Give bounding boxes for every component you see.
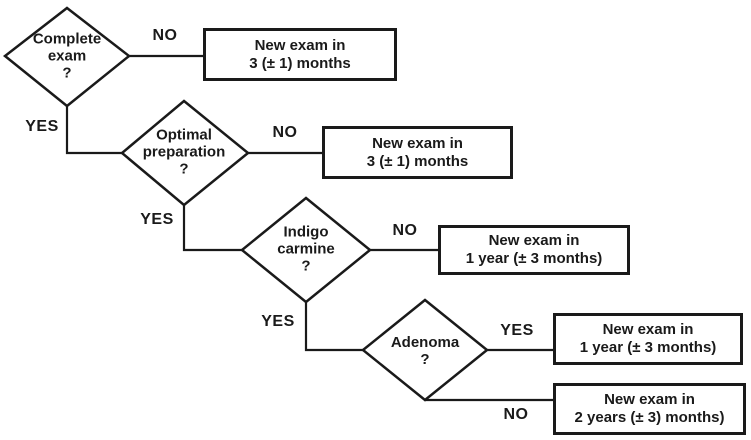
decision-text-line: Indigo: [283, 223, 329, 241]
outcome-box-2-years: New exam in 2 years (± 3) months): [553, 383, 746, 435]
decision-text-line: ?: [420, 351, 430, 368]
decision-diamond-adenoma: [361, 298, 489, 402]
outcome-box-3-months-1: New exam in 3 (± 1) months: [203, 28, 397, 81]
outcome-text-line: New exam in: [602, 321, 694, 338]
decision-text-line: Complete: [32, 30, 102, 48]
decision-text-line: Adenoma: [390, 334, 460, 351]
outcome-text-line: 3 (± 1) months: [249, 54, 351, 72]
outcome-text-line: 1 year (± 3 months): [579, 339, 717, 356]
decision-label-indigo-carmine: Indigo carmine ?: [277, 224, 335, 275]
edge-label-yes-indigo-carmine: YES: [261, 313, 295, 330]
outcome-text-line: New exam in: [254, 36, 346, 54]
outcome-text-line: New exam in: [372, 134, 463, 152]
decision-diamond-complete-exam: [2, 6, 132, 108]
outcome-text-line: 1 year (± 3 months): [465, 250, 603, 267]
outcome-text-line: 3 (± 1) months: [366, 152, 469, 170]
decision-text-line: Optimal: [156, 126, 212, 144]
edge-label-yes-optimal-preparation: YES: [140, 211, 174, 228]
decision-diamond-optimal-preparation: [120, 99, 250, 207]
decision-label-complete-exam: Complete exam ?: [33, 31, 101, 82]
decision-text-line: ?: [179, 160, 189, 178]
edge-label-yes-adenoma: YES: [500, 322, 534, 339]
edge-label-no-optimal-preparation: NO: [272, 124, 298, 141]
decision-diamond-indigo-carmine: [240, 196, 372, 304]
edge-label-no-complete-exam: NO: [152, 27, 178, 44]
decision-label-optimal-preparation: Optimal preparation ?: [143, 127, 226, 178]
decision-text-line: ?: [301, 257, 311, 275]
edge-label-no-indigo-carmine: NO: [392, 222, 418, 239]
outcome-box-3-months-2: New exam in 3 (± 1) months: [322, 126, 513, 179]
outcome-text-line: New exam in: [488, 232, 580, 249]
outcome-box-1-year-2: New exam in 1 year (± 3 months): [553, 313, 743, 365]
decision-text-line: exam: [47, 47, 87, 65]
outcome-box-1-year-1: New exam in 1 year (± 3 months): [438, 225, 630, 275]
outcome-text-line: New exam in: [604, 391, 695, 408]
outcome-text-line: 2 years (± 3) months): [574, 409, 725, 426]
decision-label-adenoma: Adenoma ?: [391, 334, 459, 368]
decision-text-line: preparation: [142, 143, 226, 161]
edge-label-yes-complete-exam: YES: [25, 118, 59, 135]
connector-complete-exam-yes: [65, 106, 122, 155]
connector-indigo-carmine-yes: [304, 302, 363, 352]
decision-text-line: ?: [62, 64, 72, 82]
decision-text-line: carmine: [277, 240, 335, 258]
connector-optimal-preparation-yes: [182, 205, 242, 252]
edge-label-no-adenoma: NO: [503, 406, 529, 423]
